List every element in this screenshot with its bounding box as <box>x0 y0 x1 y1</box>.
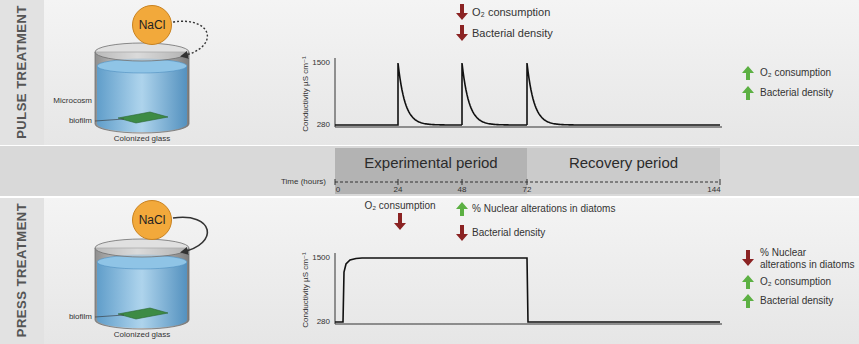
response-label: O₂ consumption <box>760 67 831 79</box>
time-ticks <box>335 179 720 185</box>
axis-value: 1500 <box>312 58 330 67</box>
pulse-curve <box>335 63 720 125</box>
response-label: % Nuclear alterations in diatoms <box>760 247 855 270</box>
period-label: Experimental period <box>364 154 497 171</box>
response-label: O₂ consumption <box>364 200 435 212</box>
salt-label: NaCl <box>139 18 166 32</box>
period-band: Experimental period <box>335 148 527 176</box>
trend-arrow <box>742 86 754 100</box>
response-label: O₂ consumption <box>472 6 550 19</box>
axis-title: Conductivity µS cm⁻¹ <box>301 252 310 328</box>
response-label: % Nuclear alterations in diatoms <box>472 203 615 215</box>
response-label: O₂ consumption <box>760 276 831 288</box>
trend-arrow <box>742 275 754 289</box>
microcosm <box>95 239 189 329</box>
tick-label: 144 <box>707 185 720 194</box>
panel-ground <box>0 0 859 145</box>
period-band: Recovery period <box>527 148 720 176</box>
panel-side <box>0 198 44 344</box>
microcosm <box>95 43 189 133</box>
axis-title: Conductivity µS cm⁻¹ <box>301 56 310 132</box>
panel-ground <box>0 198 859 344</box>
tick-label: 24 <box>394 185 403 194</box>
salt-circle: NaCl <box>132 5 172 45</box>
trend-arrow <box>456 25 468 41</box>
trend-arrow <box>742 66 754 80</box>
salt-circle: NaCl <box>132 200 172 240</box>
salt-label: NaCl <box>139 213 166 227</box>
part-label: Microcosm <box>53 96 92 105</box>
press-curve <box>335 258 720 322</box>
axis-title: Time (hours) <box>281 177 326 186</box>
chart-axes <box>335 58 722 324</box>
tick-label: 72 <box>523 185 532 194</box>
panel-title: PRESS TREATMENT <box>14 203 29 337</box>
treatment-panel: PULSE TREATMENT NaCl <box>0 0 859 145</box>
time-band <box>0 146 859 196</box>
treatment-panel: PRESS TREATMENT NaCl <box>0 198 859 344</box>
part-label: biofilm <box>69 312 92 321</box>
trend-arrow <box>742 294 754 308</box>
dosing-arrow <box>173 21 207 56</box>
axis-value: 280 <box>317 120 330 129</box>
recovery-band <box>527 148 720 194</box>
trend-arrow <box>394 213 406 230</box>
tick-label: 48 <box>458 185 467 194</box>
part-label: Colonized glass <box>114 134 170 143</box>
response-label: Bacterial density <box>760 87 833 99</box>
response-label: Bacterial density <box>760 295 833 307</box>
tick-label: 0 <box>336 185 340 194</box>
response-label: Bacterial density <box>472 27 553 40</box>
trend-arrow <box>456 4 468 20</box>
experimental-band <box>335 148 527 194</box>
part-label: Colonized glass <box>114 330 170 339</box>
trend-arrow <box>456 225 468 241</box>
part-label: biofilm <box>69 116 92 125</box>
axis-value: 1500 <box>312 253 330 262</box>
period-label: Recovery period <box>569 154 678 171</box>
response-label: Bacterial density <box>472 227 545 239</box>
panel-side <box>0 0 44 145</box>
axis-value: 280 <box>317 317 330 326</box>
trend-arrow <box>456 202 468 216</box>
panel-title: PULSE TREATMENT <box>14 5 29 139</box>
dosing-arrow <box>173 217 207 252</box>
trend-arrow <box>742 250 754 266</box>
